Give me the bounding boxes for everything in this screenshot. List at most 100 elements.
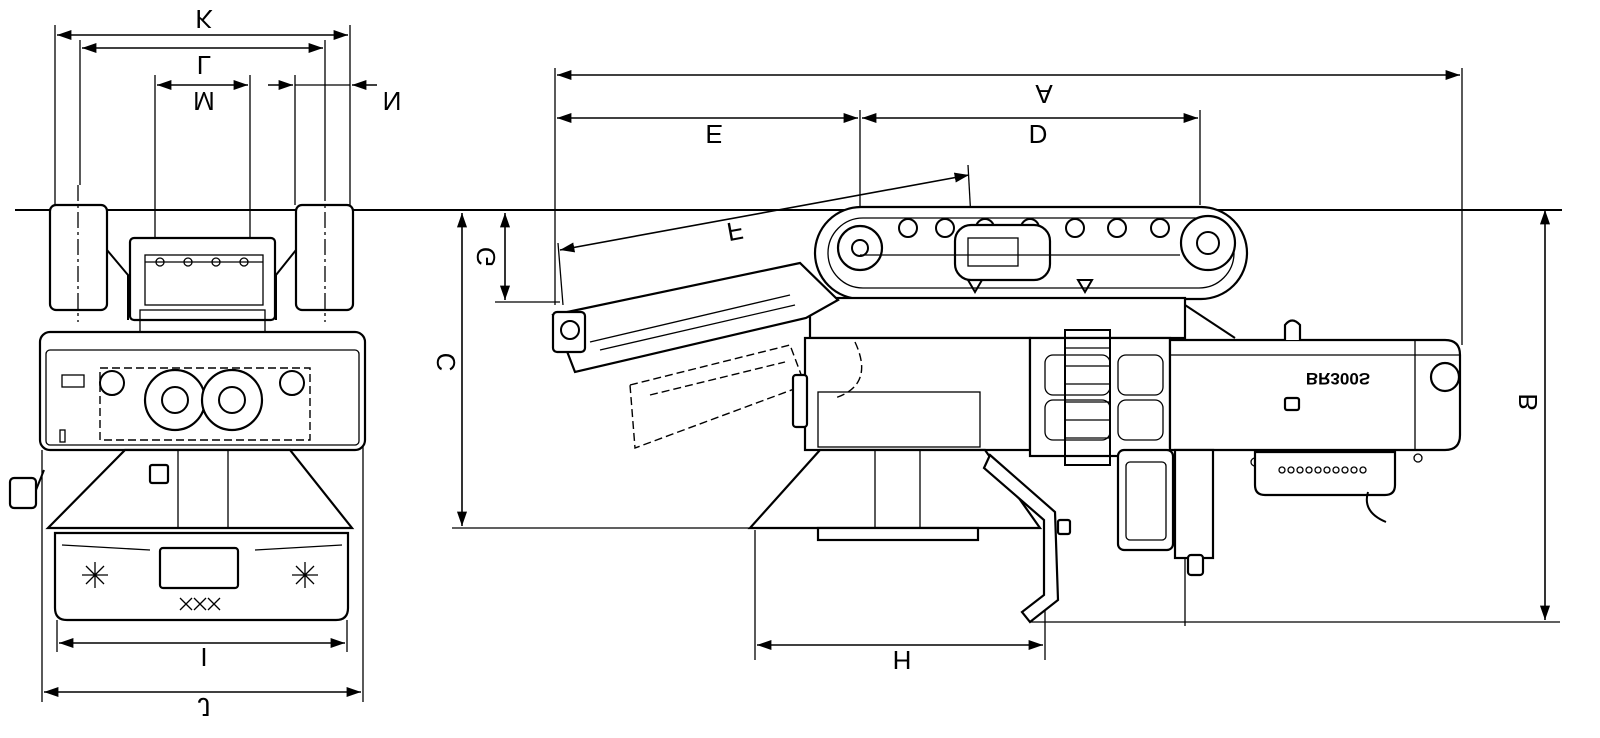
dimension-m: M: [157, 79, 248, 116]
carrier-roller: [1107, 218, 1127, 238]
sprocket-hub: [1196, 231, 1220, 255]
conveyor-head-pulley: [560, 320, 580, 340]
left-pulley: [99, 370, 125, 396]
fuel-tank: [1253, 450, 1397, 497]
front-body-badge: [61, 374, 85, 388]
center-panel-right-lower: [1117, 399, 1164, 441]
carrier-roller: [1150, 218, 1170, 238]
engine-inner-frame: [144, 254, 264, 306]
label-g: G: [471, 247, 501, 267]
track-roller-triangle: [1076, 279, 1094, 294]
label-m: M: [193, 86, 215, 116]
track-motor-detail: [967, 237, 1019, 267]
left-roller-hub: [161, 386, 189, 414]
label-l: L: [197, 50, 211, 80]
conveyor-head: [551, 310, 587, 354]
ladder-frame: [1064, 329, 1111, 466]
engine-bolt: [211, 257, 221, 267]
label-n: N: [383, 86, 402, 116]
label-j: J: [198, 692, 211, 722]
tank-dot: [1359, 466, 1367, 474]
hydraulic-tank: [1116, 448, 1175, 552]
dimension-g: G: [471, 213, 511, 300]
tank-dot: [1341, 466, 1349, 474]
upper-frame-brace: [1184, 304, 1236, 339]
label-d: D: [1029, 119, 1048, 149]
crusher-inner-arc: [834, 341, 863, 399]
engine-bolt: [155, 257, 165, 267]
dimension-k: K: [57, 4, 348, 41]
tank-dot: [1332, 466, 1340, 474]
cross-mark-right: [292, 562, 318, 588]
crusher-side-panel: [817, 391, 981, 448]
ext-line-f-left: [557, 242, 564, 306]
engine-housing: [1168, 338, 1462, 452]
dimension-j: J: [44, 686, 361, 722]
center-panel-right-upper: [1117, 354, 1164, 396]
left-roller: [143, 368, 207, 432]
tank-dot: [1296, 466, 1304, 474]
label-b: B: [1513, 393, 1543, 410]
hopper-lock-icon: [148, 463, 170, 485]
support-leg: [1173, 448, 1215, 560]
tank-dot: [1287, 466, 1295, 474]
dimension-h: H: [757, 639, 1043, 675]
arm-bracket-cap: [1056, 518, 1072, 536]
crusher-housing: [99, 367, 311, 441]
exhaust-cap: [1429, 361, 1461, 393]
discharge-conveyor-lowered: [629, 344, 806, 449]
dimension-f: F: [559, 172, 970, 253]
cross-mark-left: [82, 562, 108, 588]
dimension-n: N: [268, 79, 402, 116]
tank-indicator-dots: [1278, 466, 1367, 474]
hydraulic-tank-inner: [1125, 461, 1167, 541]
dimension-line-f: [559, 172, 970, 253]
housing-bolt: [1413, 453, 1423, 463]
carrier-roller: [1065, 218, 1085, 238]
tank-dot: [1314, 466, 1322, 474]
conveyor-belt-line: [589, 294, 791, 343]
front-body-panel: [45, 349, 360, 446]
side-attachment: [8, 476, 38, 510]
label-i: I: [200, 642, 207, 672]
front-view: K L M N: [8, 4, 402, 722]
right-roller: [200, 368, 264, 432]
dimension-e: E: [557, 112, 858, 149]
dimension-d: D: [862, 112, 1198, 149]
carrier-roller: [935, 218, 955, 238]
tank-dot: [1278, 466, 1286, 474]
hopper-arm-bracket: [982, 453, 1060, 624]
idler-hub: [851, 239, 869, 257]
label-h: H: [893, 645, 912, 675]
support-leg-cylinder: [1186, 553, 1205, 577]
cross-pattern-bottom: [179, 597, 221, 611]
front-hopper: [45, 448, 355, 530]
conveyor-belt-line: [599, 304, 796, 351]
housing-badge: [1283, 396, 1301, 412]
engine-frame: [128, 236, 277, 322]
tank-dot: [1305, 466, 1313, 474]
label-f: F: [724, 215, 745, 247]
dimension-l: L: [82, 42, 323, 80]
front-body-vent: [59, 429, 66, 443]
engine-bolt: [239, 257, 249, 267]
dimension-i: I: [59, 637, 345, 672]
front-extension-lines: [41, 25, 364, 702]
label-k: K: [195, 4, 213, 34]
crusher-side-door: [791, 373, 809, 429]
front-bottom-window: [158, 546, 240, 590]
right-pulley: [279, 370, 305, 396]
dimension-a: A: [557, 69, 1460, 109]
hopper-base-plate: [816, 526, 980, 542]
engine-bolt: [183, 257, 193, 267]
upper-frame: [808, 296, 1187, 340]
side-crusher-body: [803, 336, 1032, 452]
ladder: [1064, 329, 1111, 466]
dimension-b: B: [1513, 210, 1551, 620]
lowered-conveyor-line: [649, 361, 786, 396]
exhaust-stack: [1283, 319, 1302, 340]
drain-hose: [1365, 491, 1387, 523]
label-c: C: [431, 353, 461, 372]
side-attachment-link: [35, 469, 45, 491]
